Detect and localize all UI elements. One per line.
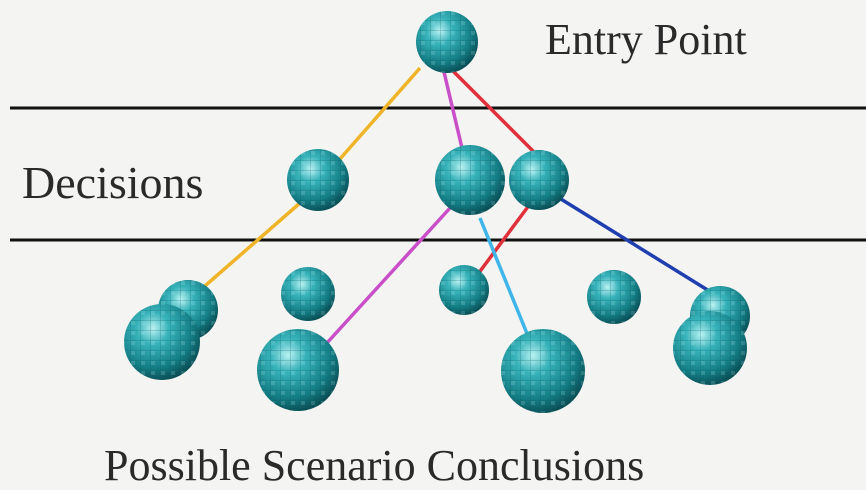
conclusion-node-4-small [587,270,641,324]
path-magenta-entry-to-decision-2 [442,71,464,149]
decision-node-2 [435,145,505,215]
path-red-decision-3-to-conclusion [476,202,532,276]
path-navy-decision-3-to-conclusion [555,194,715,296]
conclusion-node-1 [124,304,200,380]
conclusion-node-2 [257,329,339,411]
decision-node-3 [509,150,569,210]
decision-node-1 [287,149,349,211]
path-orange-entry-to-decision-1 [330,66,422,170]
conclusion-node-3 [501,329,585,413]
path-red-entry-to-decision-3 [450,68,536,154]
decisions-label: Decisions [22,157,204,208]
entry-point-node [416,11,478,73]
path-magenta-decision-2-to-conclusion-2 [324,206,452,346]
path-orange-decision-1-to-conclusion-1 [196,201,302,294]
conclusion-node-5 [673,311,747,385]
entry-point-label: Entry Point [545,15,747,64]
path-lightblue-decision-2-to-conclusion [478,217,530,337]
connector-paths [196,66,715,346]
conclusion-node-2-small [281,267,335,321]
possible-scenario-conclusions-label: Possible Scenario Conclusions [104,441,645,490]
conclusion-node-3-small [439,265,489,315]
